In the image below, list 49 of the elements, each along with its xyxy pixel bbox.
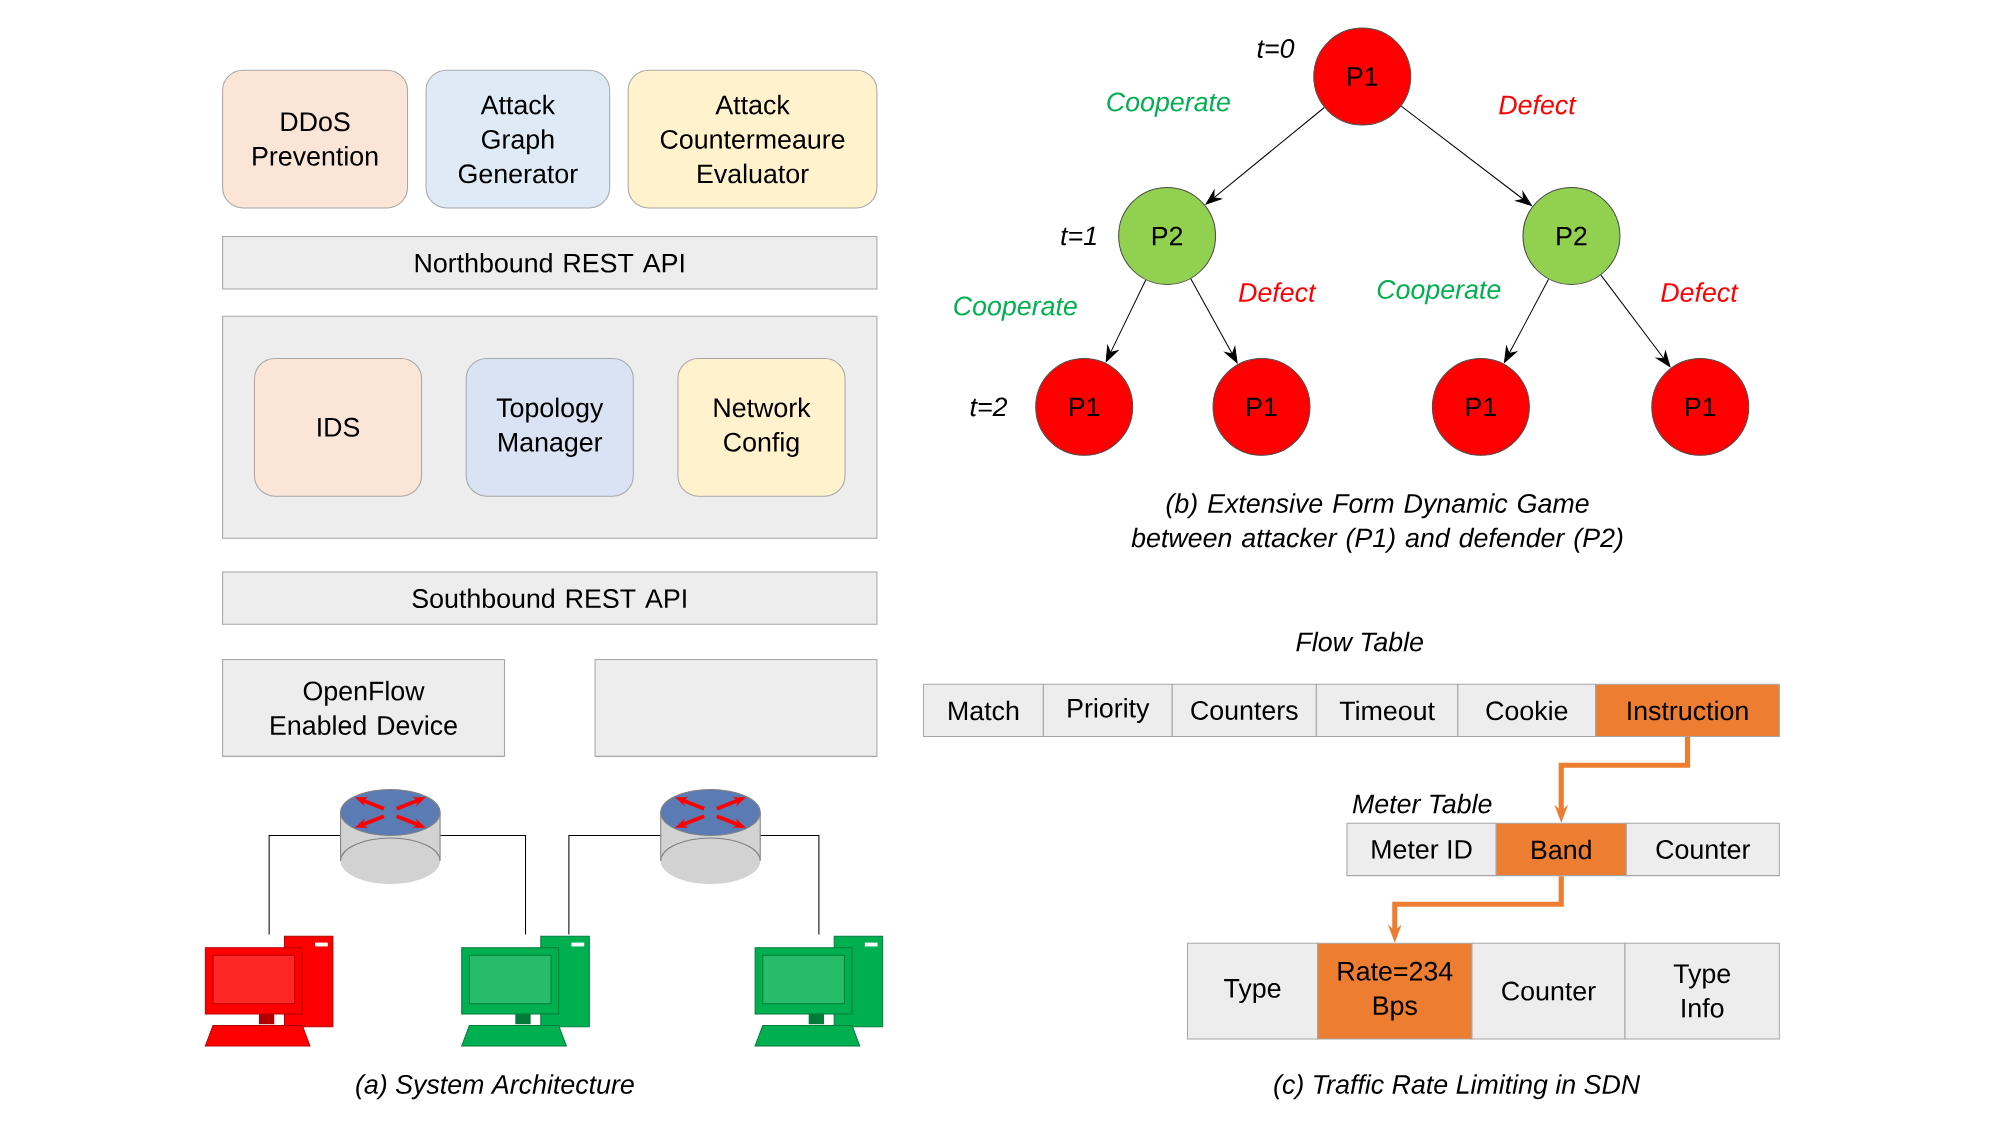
- caption: (c) Traffic Rate Limiting in SDN: [1274, 1074, 1641, 1100]
- computer-drawing: [754, 935, 884, 1047]
- module-box: DDoS Prevention: [222, 69, 409, 209]
- time-label: t=2: [970, 397, 1008, 417]
- edge-label: Defect: [1657, 279, 1741, 305]
- cable-line: [568, 834, 661, 935]
- module-box: Attack Countermeaure Evaluator: [627, 69, 878, 209]
- time-label: t=1: [1061, 226, 1096, 246]
- edge-label: Defect: [1235, 279, 1319, 305]
- api-bar: Northbound REST API: [222, 236, 878, 290]
- caption: (a) System Architecture: [356, 1074, 634, 1100]
- table-cell: Match: [922, 683, 1044, 738]
- api-bar: Southbound REST API: [222, 571, 878, 625]
- router-drawing: [660, 789, 761, 884]
- table-title: Flow Table: [1296, 631, 1423, 652]
- table-cell: Instruction: [1595, 683, 1780, 738]
- module-box: Network Config: [677, 357, 846, 497]
- table-cell: Counter: [1625, 822, 1780, 877]
- table-cell: Counters: [1171, 683, 1317, 738]
- arrow: [1190, 278, 1238, 364]
- switch-box: [594, 658, 878, 757]
- edge-label: Cooperate: [1103, 89, 1234, 120]
- table-cell: Timeout: [1315, 683, 1459, 738]
- cable-line: [268, 834, 341, 935]
- module-box: Attack Graph Generator: [425, 69, 611, 209]
- module-box: Topology Manager: [465, 357, 634, 497]
- table-cell: Rate=234 Bps: [1317, 942, 1473, 1040]
- edge-label: Cooperate: [950, 294, 1081, 324]
- computer-drawing: [461, 935, 590, 1047]
- table-cell: Type Info: [1624, 942, 1780, 1040]
- caption: (b) Extensive Form Dynamic Game between attacker (P1) and defender (P2): [1131, 493, 1623, 553]
- device-box: OpenFlow Enabled Device: [222, 658, 505, 757]
- edge-label: Defect: [1495, 92, 1579, 117]
- cable-line: [760, 834, 820, 935]
- arrow: [1205, 107, 1325, 205]
- computer-drawing: [204, 935, 334, 1047]
- table-cell: Band: [1495, 822, 1627, 877]
- table-title: Meter Table: [1352, 793, 1492, 814]
- module-box: IDS: [253, 357, 423, 497]
- table-cell: Priority: [1042, 683, 1173, 738]
- arrow: [1600, 274, 1671, 368]
- router-drawing: [340, 789, 441, 884]
- table-cell: Counter: [1471, 942, 1626, 1040]
- time-label: t=0: [1257, 39, 1295, 58]
- table-cell: Meter ID: [1346, 822, 1497, 877]
- table-cell: Type: [1187, 942, 1319, 1040]
- table-cell: Cookie: [1457, 683, 1597, 738]
- edge-label: Cooperate: [1373, 277, 1504, 307]
- cable-line: [440, 834, 527, 935]
